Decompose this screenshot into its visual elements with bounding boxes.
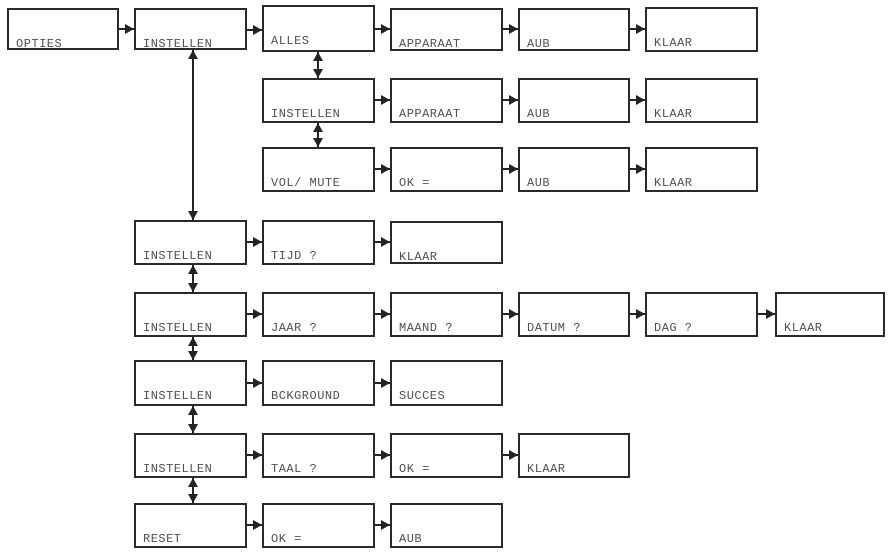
box-reset-systeem: RESET SYSTEEM (134, 503, 247, 548)
box-ok-akkoord-3: OK = AKKOORD (390, 147, 503, 192)
box-klaar-4: KLAAR (390, 221, 503, 264)
box-klaar-2: KLAAR (645, 78, 758, 123)
box-klaar-1: KLAAR (645, 7, 758, 52)
box-text-line: AUB (399, 532, 423, 546)
box-instellen-tijd: INSTELLEN TIJD (134, 220, 247, 265)
box-dag-vraag: DAG ? MAAN (645, 292, 758, 337)
box-instellen-vol-mute: INSTELLEN VOL/ MUTE (134, 8, 247, 50)
box-opties-instellen: OPTIES INSTELLEN (7, 8, 119, 50)
box-text-line: OPTIES (16, 37, 63, 50)
box-text-line: INSTELLEN (271, 107, 341, 121)
box-text-line: AUB (527, 107, 551, 121)
box-text-line: BCKGROUND (271, 389, 341, 403)
box-text-line: AUB (527, 37, 551, 51)
box-klaar-7: KLAAR (518, 433, 630, 478)
box-text-line: RESET (143, 532, 182, 546)
box-vol-mute-control-reset: VOL/ MUTE CONTROL RESET (262, 147, 375, 192)
box-instellen-datum: INSTELLEN DATUM (134, 292, 247, 337)
box-text-line: INSTELLEN (143, 37, 213, 50)
box-text-line: SUCCES (399, 389, 446, 403)
box-text-line: VOL/ MUTE (271, 176, 341, 190)
box-text-line: INSTELLEN (143, 249, 213, 263)
box-text-line: AUB (527, 176, 551, 190)
box-text-line: TAAL ? (271, 462, 318, 476)
box-text-line: KLAAR (527, 462, 566, 476)
box-instellen-bckground: INSTELLEN BCKGROUND (134, 360, 247, 406)
box-succes: SUCCES (390, 360, 503, 406)
box-text-line: INSTELLEN (143, 462, 213, 476)
box-text-line: INSTELLEN (143, 389, 213, 403)
box-text-line: APPARAAT (399, 37, 461, 51)
box-bckground-tijd-sec: BCKGROUND TIJD (SEC) 10 (262, 360, 375, 406)
box-instellen-taal: INSTELLEN TAAL (134, 433, 247, 478)
box-aub-wachten-3: AUB WACHTEN (518, 147, 630, 192)
box-text-line: MAAND ? (399, 321, 453, 335)
box-text-line: KLAAR (654, 107, 693, 121)
box-text-line: KLAAR (654, 36, 693, 50)
box-text-line: JAAR ? (271, 321, 318, 335)
box-text-line: ALLES (271, 34, 310, 48)
box-aub-wachten-2: AUB WACHTEN (518, 78, 630, 123)
box-klaar-3: KLAAR (645, 147, 758, 192)
box-text-line: INSTELLEN (143, 321, 213, 335)
box-ok-akkoord-7: OK = AKKOORD (390, 433, 503, 478)
box-instellen-1-enkel-vol: INSTELLEN 1 ENKEL VOL (262, 78, 375, 123)
box-jaar-vraag: JAAR ? 2007 (262, 292, 375, 337)
box-text-line: DATUM ? (527, 321, 581, 335)
box-maand-vraag: MAAND ? 10 (390, 292, 503, 337)
box-datum-vraag: DATUM ? 12 (518, 292, 630, 337)
box-text-line: OK = (399, 462, 430, 476)
box-text-line: OK = (399, 176, 430, 190)
box-taal-vraag: TAAL ? NEDERLAND (262, 433, 375, 478)
box-text-line: KLAAR (399, 250, 438, 264)
box-text-line: KLAAR (654, 176, 693, 190)
box-text-line: OK = (271, 532, 302, 546)
box-aub-wachten-1: AUB WACHTEN (518, 8, 630, 51)
box-aub-wachten-8: AUB WACHTEN (390, 503, 503, 548)
box-tijd-vraag: TIJD ? 24 UUR 23:58 (262, 220, 375, 265)
box-alles-zelfde-vol: ALLES ZELFDE VOL (262, 5, 375, 52)
box-ok-akkoord-8: OK = AKKOORD (262, 503, 375, 548)
box-text-line: APPARAAT (399, 107, 461, 121)
box-text-line: TIJD ? (271, 249, 318, 263)
box-apparaat-kiezen-2: APPARAAT KIEZEN ? (390, 78, 503, 123)
box-text-line: DAG ? (654, 321, 693, 335)
box-text-line: KLAAR (784, 321, 823, 335)
box-apparaat-kiezen-1: APPARAAT KIEZEN ? (390, 8, 503, 51)
box-klaar-5: KLAAR (775, 292, 885, 337)
